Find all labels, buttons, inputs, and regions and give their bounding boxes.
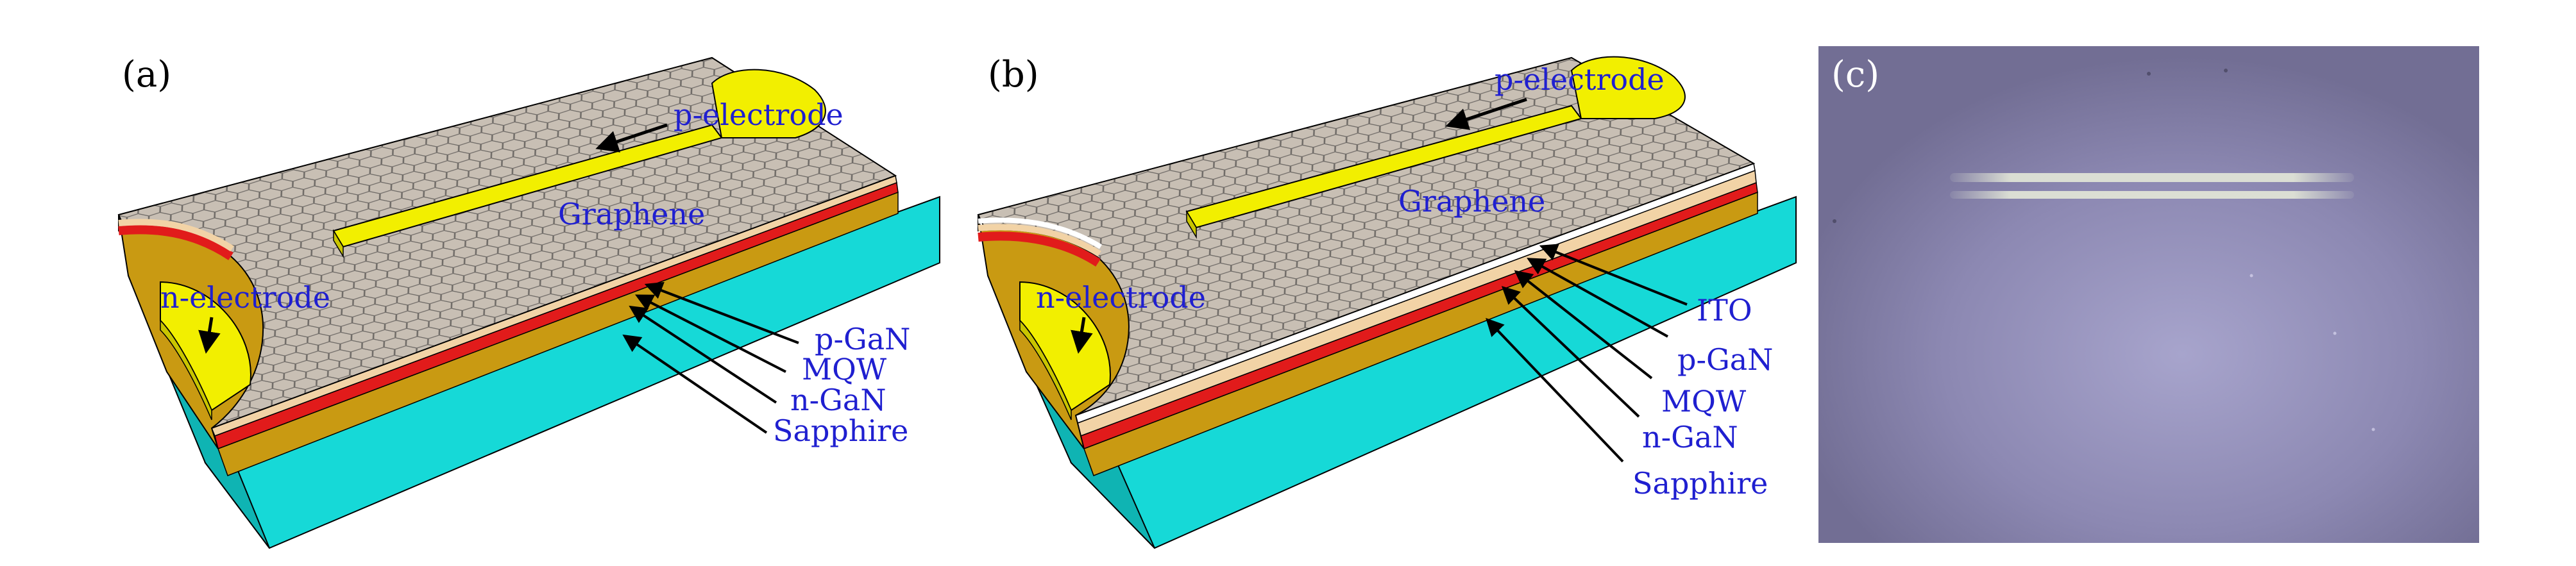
layer-label-a-0: p-GaN <box>815 322 910 356</box>
layer-label-a-3: Sapphire <box>773 413 908 448</box>
arrow-sapphire-a <box>622 334 768 434</box>
arrow-n-electrode-a <box>198 317 221 354</box>
arrow-n-gan-b <box>1501 286 1640 418</box>
arrow-p-electrode-a <box>595 123 668 153</box>
n-electrode-label-b: n-electrode <box>1036 280 1206 315</box>
emission-stripe-top <box>1950 173 2354 182</box>
graphene-label-a: Graphene <box>558 197 705 231</box>
panel-label-a: (a) <box>122 54 171 96</box>
layer-label-b-0: ITO <box>1697 293 1752 328</box>
arrow-p-gan-a <box>644 281 799 344</box>
layer-label-b-4: Sapphire <box>1632 466 1768 501</box>
panel-label-c: (c) <box>1831 54 1879 96</box>
arrow-n-electrode-b <box>1071 317 1093 354</box>
arrow-mqw-b <box>1514 270 1653 379</box>
p-electrode-label-a: p-electrode <box>674 97 843 132</box>
n-electrode-label-a: n-electrode <box>160 280 330 315</box>
p-electrode-label-b: p-electrode <box>1495 62 1665 97</box>
panel-b: (b) p-electrode Graphene n-electrode ITO… <box>977 54 1797 549</box>
arrow-n-gan-a <box>629 305 777 404</box>
graphene-label-b: Graphene <box>1398 184 1545 219</box>
layer-label-a-2: n-GaN <box>790 383 886 417</box>
layer-label-b-1: p-GaN <box>1677 342 1773 377</box>
arrow-mqw-a <box>635 294 786 373</box>
layer-label-b-3: n-GaN <box>1642 420 1738 454</box>
arrow-p-electrode-b <box>1445 97 1527 130</box>
panel-c-photo: (c) <box>1818 46 2479 543</box>
layer-label-b-2: MQW <box>1661 384 1747 419</box>
panel-a: (a) p-electrode Graphene n-electrode p-G… <box>117 54 940 549</box>
p-electrode-pad-b <box>1570 56 1686 119</box>
panel-label-b: (b) <box>988 54 1039 96</box>
arrow-ito-b <box>1539 244 1688 306</box>
layer-label-a-1: MQW <box>802 352 887 387</box>
p-electrode-pad-a <box>711 69 826 138</box>
photo-background <box>1818 46 2479 543</box>
arrow-sapphire-b <box>1486 317 1624 463</box>
emission-stripe-bottom <box>1950 191 2354 199</box>
arrow-p-gan-b <box>1527 258 1668 338</box>
